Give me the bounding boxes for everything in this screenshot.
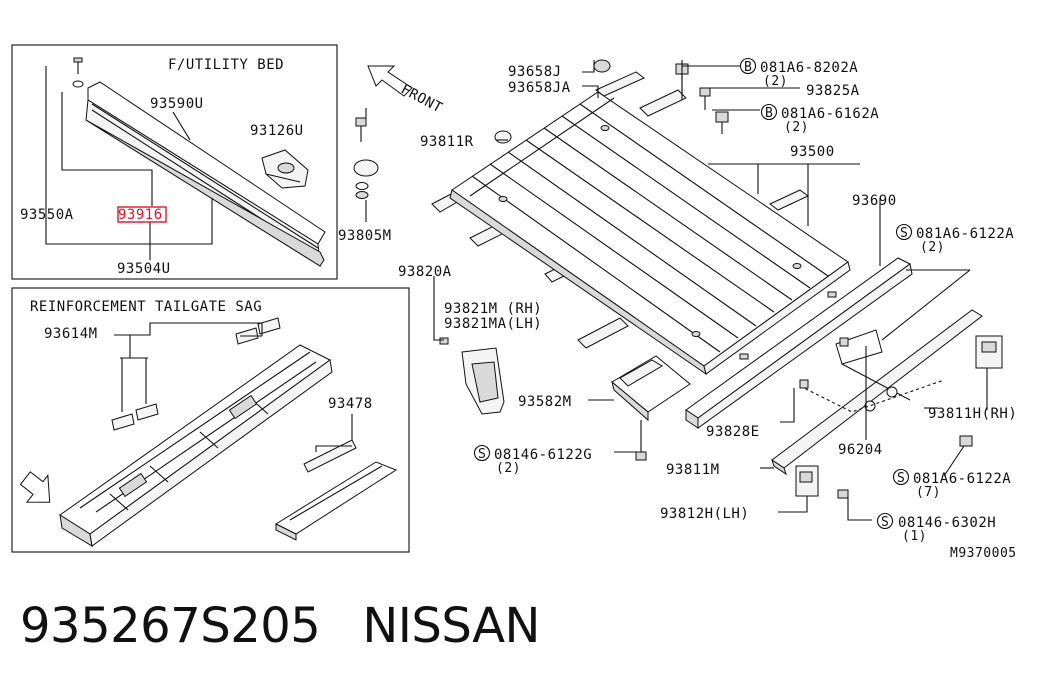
label-93811r: 93811R xyxy=(420,134,474,150)
bolt-icon xyxy=(72,57,84,88)
pocket-93812h xyxy=(795,465,819,497)
label-93821ma: 93821MA(LH) xyxy=(444,316,542,332)
label-s4-code: 08146-6302H xyxy=(898,515,996,531)
label-s3-qty: (7) xyxy=(916,485,941,500)
front-label: FRONT xyxy=(398,81,445,116)
label-93504u: 93504U xyxy=(117,261,171,277)
label-96204: 96204 xyxy=(838,442,883,458)
highlight-box xyxy=(117,206,167,223)
label-b1-qty: (2) xyxy=(763,74,788,89)
label-93805m: 93805M xyxy=(338,228,392,244)
label-s2-code: 08146-6122G xyxy=(494,447,592,463)
circle-s4-icon xyxy=(876,512,894,530)
leader-lines xyxy=(365,60,988,521)
label-s2-qty: (2) xyxy=(496,461,521,476)
label-93812h: 93812H(LH) xyxy=(660,506,749,522)
label-93916-highlighted: 93916 xyxy=(118,207,163,223)
footer-brand: NISSAN xyxy=(362,598,540,654)
label-93614m: 93614M xyxy=(44,326,98,342)
label-s3-code: 081A6-6122A xyxy=(913,471,1011,487)
label-93811h: 93811H(RH) xyxy=(928,406,1017,422)
bracket-93126u xyxy=(261,149,309,189)
circle-b-icon xyxy=(739,57,757,75)
circle-b2-letter: B xyxy=(765,106,773,121)
bracket-93821m xyxy=(461,347,505,415)
footer-part-number: 935267S205 xyxy=(20,598,321,654)
pocket-93811h xyxy=(975,335,1003,369)
circle-s2-icon xyxy=(473,444,491,462)
label-93825a: 93825A xyxy=(806,83,860,99)
reinforcement-part xyxy=(59,344,333,547)
circle-s3-letter: S xyxy=(897,471,905,486)
circle-s2-letter: S xyxy=(478,447,486,462)
plug-93811r xyxy=(494,130,512,144)
label-93811m: 93811M xyxy=(666,462,720,478)
rail-93690 xyxy=(685,257,913,429)
circle-b-letter: B xyxy=(744,60,752,75)
circle-s3-icon xyxy=(892,468,910,486)
tailgate-frame xyxy=(11,287,410,553)
label-93828e: 93828E xyxy=(706,424,760,440)
circle-s4-letter: S xyxy=(881,515,889,530)
diagram-code: M9370005 xyxy=(950,546,1017,561)
label-93550a: 93550A xyxy=(20,207,74,223)
bracket-93582m xyxy=(611,355,691,422)
footer-caption: 935267S205 NISSAN xyxy=(20,598,582,654)
label-s1-qty: (2) xyxy=(920,240,945,255)
label-93658ja: 93658JA xyxy=(508,80,571,96)
main-bed-assembly: FRONT xyxy=(338,57,1017,561)
bracket-93478 xyxy=(274,439,398,541)
label-93820a: 93820A xyxy=(398,264,452,280)
label-93690: 93690 xyxy=(852,193,897,209)
utility-bed-title: F/UTILITY BED xyxy=(168,57,284,73)
circle-s1-icon xyxy=(895,223,913,241)
rail-93590u xyxy=(85,81,326,267)
label-93582m: 93582M xyxy=(518,394,572,410)
label-b2-qty: (2) xyxy=(784,120,809,135)
front-arrow-icon: FRONT xyxy=(367,65,445,117)
circle-s1-letter: S xyxy=(900,226,908,241)
label-b1-code: 081A6-8202A xyxy=(760,60,858,76)
direction-arrow-icon xyxy=(19,471,51,503)
bracket-96204 xyxy=(771,309,983,476)
label-b2-code: 081A6-6162A xyxy=(781,106,879,122)
circle-b2-icon xyxy=(760,103,778,121)
label-93821m: 93821M (RH) xyxy=(444,301,542,317)
bed-floor-93500 xyxy=(449,91,851,376)
tie-down-93658j xyxy=(593,59,611,73)
label-s4-qty: (1) xyxy=(902,529,927,544)
label-93478: 93478 xyxy=(328,396,373,412)
label-s1-code: 081A6-6122A xyxy=(916,226,1014,242)
label-93500: 93500 xyxy=(790,144,835,160)
utility-bed-frame xyxy=(11,44,338,280)
label-93658j: 93658J xyxy=(508,64,562,80)
utility-bed-inset: F/UTILITY BED 93590U 93126U 93550A xyxy=(11,44,338,280)
label-93126u: 93126U xyxy=(250,123,304,139)
tailgate-inset: REINFORCEMENT TAILGATE SAG xyxy=(11,287,410,553)
tailgate-title: REINFORCEMENT TAILGATE SAG xyxy=(30,299,262,315)
label-93590u: 93590U xyxy=(150,96,204,112)
